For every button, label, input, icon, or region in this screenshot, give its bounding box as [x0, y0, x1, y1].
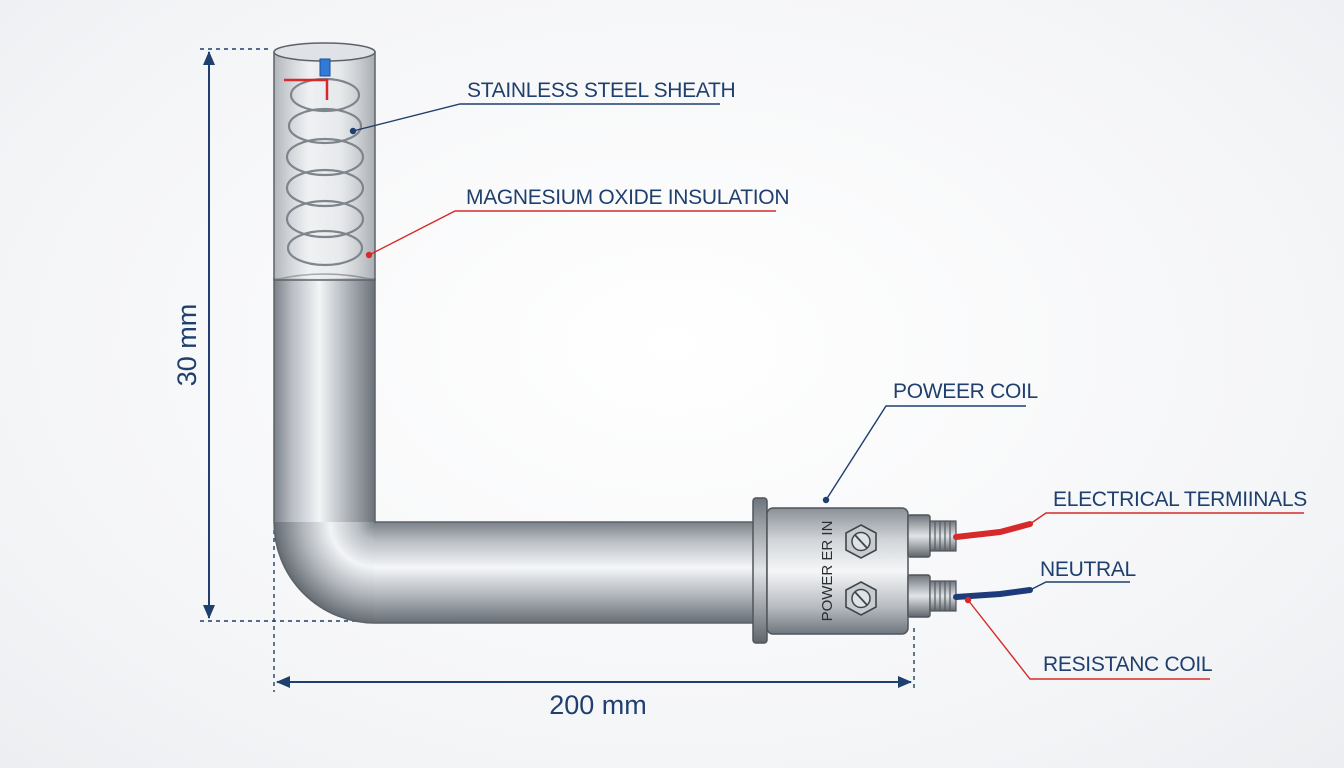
horizontal-dimension: 200 mm — [273, 530, 915, 720]
blue-wire — [953, 587, 1033, 600]
resistance-coil-loops — [285, 77, 365, 267]
callout-terminals-label: ELECTRICAL TERMIINALS — [1053, 488, 1307, 511]
callout-sheath: STAINLESS STEEL SHEATH — [349, 79, 736, 135]
callout-neutral-label: NEUTRAL — [1040, 558, 1136, 581]
terminal-stud-bottom — [907, 574, 957, 618]
callout-resistance-label: RESISTANC COIL — [1043, 653, 1212, 676]
callout-power-coil: POWEER COIL — [822, 380, 1038, 504]
red-wire — [953, 521, 1033, 540]
hex-nut-top — [845, 524, 877, 559]
housing-flange — [752, 497, 768, 644]
callout-power-coil-label: POWEER COIL — [893, 380, 1038, 403]
internal-red-wire — [284, 78, 329, 100]
housing-label: POWER ER IN — [819, 521, 836, 622]
terminal-stud-top — [907, 514, 957, 558]
callout-terminals: ELECTRICAL TERMIINALS — [1029, 488, 1308, 525]
callout-resistance: RESISTANC COIL — [964, 596, 1213, 680]
callout-insulation: MAGNESIUM OXIDE INSULATION — [365, 186, 789, 259]
sheath-cutaway — [273, 42, 376, 281]
callout-neutral: NEUTRAL — [1029, 558, 1136, 591]
tube-horizontal-section — [374, 522, 760, 623]
hex-nut-bottom — [845, 581, 877, 616]
tube-elbow — [274, 522, 375, 623]
tube-top-opening — [273, 42, 376, 62]
callout-sheath-label: STAINLESS STEEL SHEATH — [467, 79, 735, 102]
horizontal-dimension-label: 200 mm — [549, 690, 647, 720]
terminal-housing: POWER ER IN — [752, 497, 1033, 644]
heater-tube — [273, 273, 760, 624]
vertical-dimension: 30 mm — [172, 48, 380, 622]
tube-outline — [273, 278, 760, 624]
vertical-dimension-label: 30 mm — [172, 304, 202, 387]
callout-insulation-label: MAGNESIUM OXIDE INSULATION — [466, 186, 789, 209]
tube-vertical-section — [274, 278, 375, 524]
housing-body — [766, 507, 909, 635]
internal-terminal-block — [319, 58, 331, 77]
